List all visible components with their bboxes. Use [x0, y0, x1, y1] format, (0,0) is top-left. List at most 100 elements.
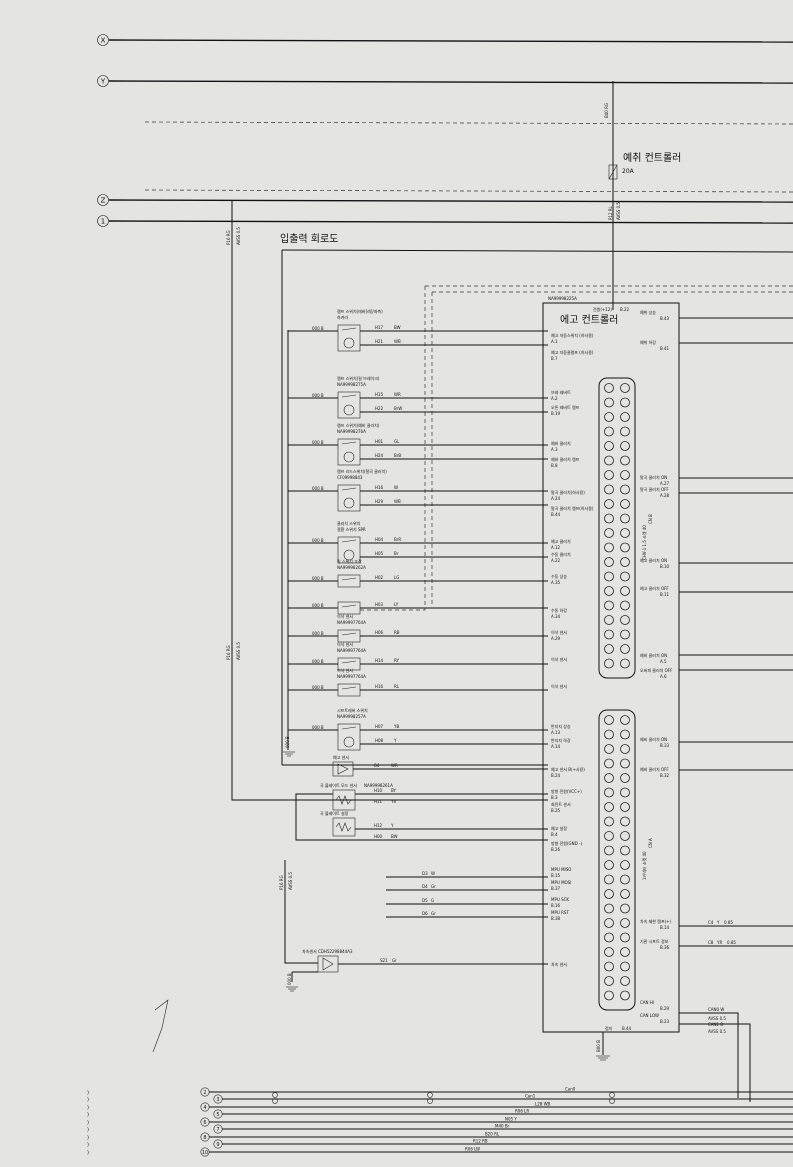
switch-ground: 000 B	[312, 486, 324, 491]
bus-splice	[272, 1092, 278, 1098]
left-function-pin: B.25	[551, 808, 561, 813]
connector-pin	[604, 903, 614, 914]
sensor-blade-sub: NA99998261A	[364, 783, 393, 788]
connector-a-desc: 1커넥터 소켓 40	[641, 851, 647, 880]
switch-title: 램프 스위치(레버[레]/좌측)	[337, 308, 383, 314]
left-riser: P16 RG AVSS 0.5 P16 RG AVSS 0.5	[226, 200, 548, 801]
fuse-wire-avss: AVSS 0.5	[616, 202, 621, 220]
switch-wire-code: H03	[375, 602, 384, 607]
switch-contact-icon	[341, 487, 357, 491]
switch-wire-code: H21	[375, 339, 384, 344]
connector-pin	[604, 961, 614, 972]
left-function-pin: A.34	[551, 614, 560, 619]
bus-tick: )	[87, 1090, 89, 1096]
connector-pin	[620, 426, 630, 437]
switch-body	[337, 629, 361, 643]
switch-body	[337, 438, 361, 466]
left-function-name: 예고 센서 B(+사용)	[551, 766, 585, 772]
connector-pin	[620, 802, 630, 812]
switch-wire-code: H04	[375, 537, 384, 542]
connector-pin	[620, 715, 630, 725]
switch-sub: 하켜라	[337, 314, 348, 320]
connector-pin	[620, 918, 630, 928]
switch-title: 램프 스위치(릴 브레이크)	[337, 375, 380, 381]
switch-body	[337, 536, 361, 564]
connector-pin	[604, 571, 614, 582]
left-function-name: 예비 클러치	[551, 440, 571, 446]
left-function-pin: B.3	[551, 795, 558, 800]
switch-contact-icon	[341, 604, 357, 608]
sensor-blade-wire2-code: H11	[374, 799, 383, 804]
connector-pin	[620, 729, 630, 740]
switch-wire-color: Y	[393, 738, 397, 743]
lamp-icon	[343, 549, 355, 561]
bus-wire-label: L28 WB	[535, 1102, 551, 1107]
right-function-pin: B.41	[660, 346, 670, 351]
left-function-name: 방향 전원(VCC+)	[551, 788, 582, 794]
connector-pin	[620, 412, 630, 422]
right-function-name: 예고 클러치 OFF	[640, 585, 669, 591]
output-1-color: YR	[716, 940, 722, 945]
switch-body	[337, 601, 361, 615]
left-function-name: 수동 클러치	[551, 551, 571, 557]
switch-wire-code: H02	[375, 575, 384, 580]
fuse-wire-bottom: P12 RL	[608, 205, 613, 220]
switch-block: 000 B H03 LY	[288, 601, 548, 615]
switch-body	[337, 484, 361, 512]
left-function-name: 회전트 센서	[551, 801, 571, 807]
left-function-name: 수동 상승	[551, 573, 567, 579]
sensor-eco-wire-color: WR	[391, 763, 398, 768]
sensor-blade-name: 곡 블레이트 모드 센서	[320, 782, 357, 788]
switch-wire-color: YB	[393, 724, 399, 729]
connector-pin	[604, 542, 614, 553]
switch-contact-icon	[341, 686, 357, 690]
ground-icon	[286, 986, 298, 992]
connector-b-label: CN B	[648, 514, 653, 524]
switch-wire-code: H01	[375, 439, 384, 444]
switch-wire-code: H06	[375, 630, 384, 635]
left-function-pin: B.4	[551, 832, 558, 837]
switch-ground: 000 B	[312, 393, 324, 398]
can-wire-1: CAN1 B	[708, 1022, 723, 1027]
left-function-name: 예고 클러치	[551, 538, 571, 544]
connector-pin	[604, 816, 614, 827]
switch-wire-code: H15	[375, 392, 384, 397]
connector-pin	[620, 528, 630, 538]
riser-wire-top: P16 RG	[226, 230, 231, 245]
connector-pin	[604, 889, 614, 899]
riser-low-wire-bottom: AVSS 0.5	[288, 872, 293, 890]
connector-pin	[620, 455, 630, 466]
bus-wire-label: Can1	[525, 1094, 536, 1099]
eco-controller-title: 에고 컨트롤러	[560, 314, 618, 326]
switch-wire-code: H29	[375, 499, 384, 504]
amp-icon	[337, 763, 349, 775]
left-function-name: 차속 센서	[551, 961, 567, 967]
left-function-name: 예비 클러치 램프	[551, 456, 580, 462]
left-function-pin: A.13	[551, 730, 560, 735]
bus-tick: )	[87, 1127, 89, 1133]
switch-sub: NA99998262A	[337, 565, 366, 570]
bus-wire-label: R06 LR	[515, 1109, 529, 1114]
switch-contact-icon	[341, 577, 357, 581]
connector-pin	[604, 470, 614, 480]
switch-wire-color: BW	[394, 325, 401, 330]
bus-label-x: X	[101, 37, 106, 45]
connector-pin	[620, 513, 630, 524]
mpu-wire-code: D3	[422, 871, 428, 876]
switch-contact-icon	[341, 327, 357, 331]
switch-contact-icon	[341, 660, 357, 664]
switch-ground: 000 B	[312, 603, 324, 608]
bus-wire-label: R12 RB	[473, 1139, 488, 1144]
left-function-name: 이삭 센서	[551, 629, 567, 635]
bus-terminal-number: 2	[203, 1090, 206, 1096]
controller-ground-wire: B00 B	[596, 1040, 601, 1052]
switch-title: 릴 스위치 조작	[337, 558, 362, 564]
right-function-name: 예비 클러치 ON	[640, 652, 667, 658]
switch-sub: NA99997764A	[337, 674, 366, 679]
resistor-icon	[335, 795, 352, 805]
switch-wire-color: LY	[394, 602, 399, 607]
connector-pin	[604, 773, 614, 783]
connector-pin	[604, 947, 614, 957]
